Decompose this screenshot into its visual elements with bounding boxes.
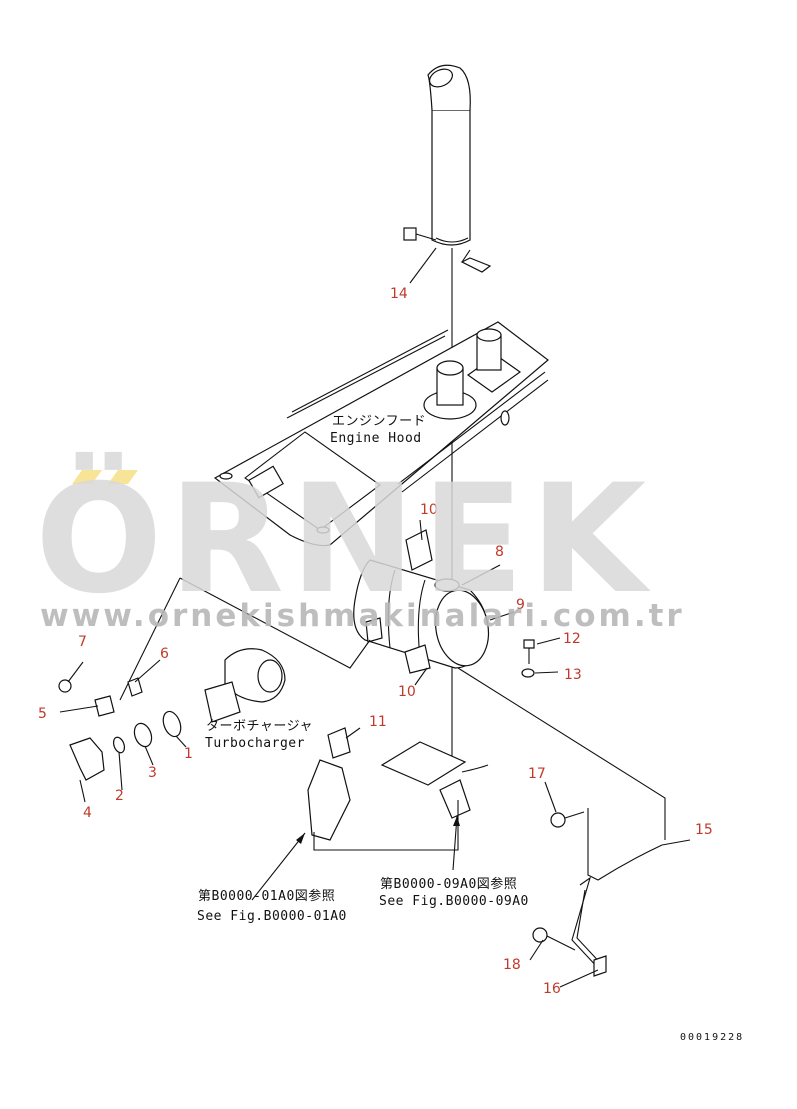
callout-11: 11 xyxy=(369,714,387,730)
clip-6 xyxy=(127,677,143,697)
leader-clamp xyxy=(119,577,181,701)
mount-plate xyxy=(380,741,489,819)
bolt-12 xyxy=(523,639,535,664)
callout-7: 7 xyxy=(78,634,87,650)
engine-hood-en-label: Engine Hood xyxy=(330,431,422,446)
bolt-7 xyxy=(58,679,72,693)
exhaust-stack xyxy=(427,64,471,246)
mount-bracket-11 xyxy=(307,727,351,841)
engine-hood-jp-label: エンジンフード xyxy=(332,414,426,429)
watermark-accent-left xyxy=(72,470,102,484)
bracket-15-16 xyxy=(571,808,663,977)
callout-9: 9 xyxy=(516,597,525,613)
watermark-brand: ÖRNEK xyxy=(35,453,653,627)
ring-3 xyxy=(133,722,153,748)
callout-6: 6 xyxy=(160,646,169,662)
callout-14: 14 xyxy=(390,286,408,302)
ref2-jp-label: 第B0000-09A0図参照 xyxy=(380,876,517,892)
gasket-2 xyxy=(112,736,126,754)
document-code: 00019228 xyxy=(680,1032,745,1043)
turbocharger-en-label: Turbocharger xyxy=(205,736,305,751)
callout-12: 12 xyxy=(563,631,581,647)
muffler xyxy=(353,529,490,674)
callout-5: 5 xyxy=(38,706,47,722)
ref1-jp-label: 第B0000-01A0図参照 xyxy=(198,888,335,904)
elbow-4 xyxy=(69,737,105,781)
leader-turbo xyxy=(179,577,371,669)
bracket-5 xyxy=(94,695,115,717)
leader-15 xyxy=(457,667,666,840)
engine-hood xyxy=(213,321,549,547)
callout-8: 8 xyxy=(495,544,504,560)
watermark-accent-right xyxy=(108,470,138,484)
hood-pipe-front xyxy=(423,360,477,420)
callout-13: 13 xyxy=(564,667,582,683)
bolt-18 xyxy=(532,927,576,951)
turbocharger xyxy=(204,648,286,723)
hood-pipe-rear xyxy=(466,328,522,393)
turbocharger-jp-label: ターボチャージャ xyxy=(206,719,313,734)
callout-4: 4 xyxy=(83,805,92,821)
callout-1: 1 xyxy=(184,746,193,762)
callout-2: 2 xyxy=(115,788,124,804)
callout-16: 16 xyxy=(543,981,561,997)
callout-10-top: 10 xyxy=(420,502,438,518)
ref1-en-label: See Fig.B0000-01A0 xyxy=(197,909,347,924)
callout-15: 15 xyxy=(695,822,713,838)
washer-13 xyxy=(521,668,535,678)
callout-10-bottom: 10 xyxy=(398,684,416,700)
callout-3: 3 xyxy=(148,765,157,781)
callout-leaders xyxy=(59,247,691,988)
watermark-url: www.ornekishmakinalari.com.tr xyxy=(40,598,685,634)
callout-18: 18 xyxy=(503,957,521,973)
clamp-bolt-14 xyxy=(403,227,492,273)
bolt-17 xyxy=(550,811,585,828)
ref2-en-label: See Fig.B0000-09A0 xyxy=(379,894,529,909)
seal-ring-1 xyxy=(162,710,182,738)
callout-17: 17 xyxy=(528,766,546,782)
